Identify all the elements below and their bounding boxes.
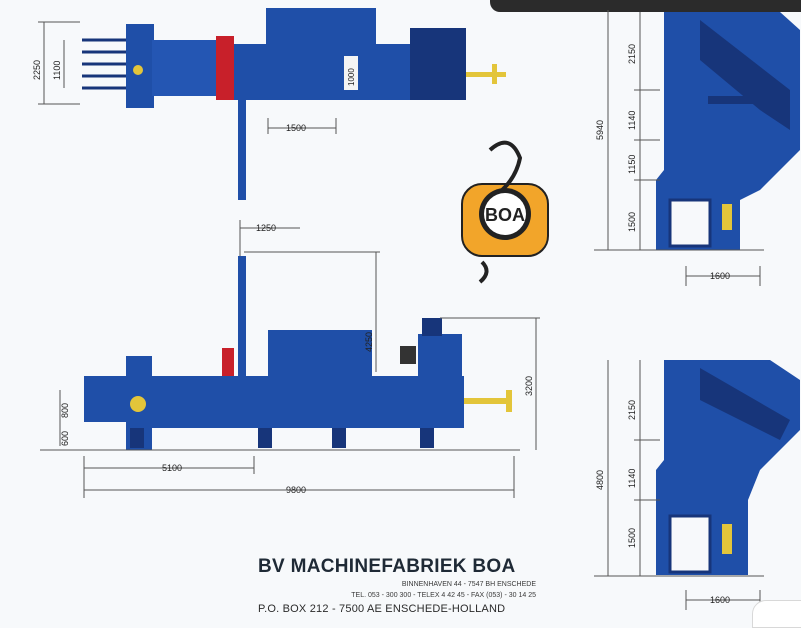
logo-text: BOA [485,205,525,225]
dim-1140-bottom-label: 1140 [627,469,637,488]
rod-bundle [152,40,216,96]
dim-5100-label: 5100 [162,463,182,473]
dim-2150-label: 2150 [627,44,637,64]
dim-length-label: 1500 [286,123,306,133]
side-view: 1250 4250 3200 800 600 5100 9800 [40,220,540,498]
motor-box [410,28,466,100]
pole [238,100,246,200]
company-block: BV MACHINEFABRIEK BOA BINNENHAVEN 44 - 7… [258,556,548,615]
red-frame [216,36,234,100]
end-top-leg-frame [668,198,712,248]
boa-logo: BOA [461,140,549,284]
company-name: BV MACHINEFABRIEK BOA [258,556,516,577]
yellow-knob-top [492,64,497,84]
side-motor [418,334,462,428]
yellow-shaft [466,72,506,77]
hopper-top [266,8,376,100]
dim-width-label: 2250 [32,60,42,80]
side-red [222,348,234,376]
end-top-arm [708,96,772,104]
dim-2150-bottom-label: 2150 [627,400,637,420]
dim-4250-label: 4250 [364,332,374,352]
dim-inner-label: 1100 [52,61,62,80]
side-hopper [268,330,372,428]
yellow-knob [133,65,143,75]
end-bottom-leg-frame [668,514,712,574]
leg [420,428,434,448]
top-view: 1000 2250 1100 1500 [32,8,506,200]
side-yellow-end [506,390,512,412]
dim-4800-label: 4800 [595,470,605,490]
side-pole [238,256,246,376]
corner-button[interactable] [752,600,801,628]
dim-1500-bottom-label: 1500 [627,528,637,548]
leg [130,428,144,448]
dim-3200-label: 3200 [524,376,534,396]
dim-800-label: 800 [60,403,70,418]
side-rods [84,376,130,422]
leg [332,428,346,448]
end-view-top: 5940 2150 1140 1150 1500 1600 [594,10,800,286]
label-plate [344,56,358,90]
end-top-yellow [722,204,732,230]
end-bottom-yellow [722,524,732,554]
company-pobox: P.O. BOX 212 - 7500 AE ENSCHEDE-HOLLAND [258,603,506,615]
corner-bar [490,0,801,12]
leg [258,428,272,448]
dim-1600-bottom-label: 1600 [710,595,730,605]
side-yellow-shaft [464,398,510,404]
dim-1150-label: 1150 [627,155,637,174]
side-yellow-knob [130,396,146,412]
side-panel [400,346,416,364]
dim-1500-label: 1500 [627,212,637,232]
dim-box-label: 1000 [347,68,356,86]
end-view-bottom: 4800 2150 1140 1500 1600 [594,360,800,610]
dim-9800-label: 9800 [286,485,306,495]
company-address: BINNENHAVEN 44 - 7547 BH ENSCHEDE [401,581,536,588]
company-phone: TEL. 053 - 300 300 - TELEX 4 42 45 - FAX… [351,592,536,599]
dim-600-label: 600 [60,431,70,446]
dim-1600-label: 1600 [710,271,730,281]
side-motor-top [422,318,442,336]
dim-1140-label: 1140 [627,111,637,130]
dim-1250-label: 1250 [256,223,276,233]
dim-5940-label: 5940 [595,120,605,140]
